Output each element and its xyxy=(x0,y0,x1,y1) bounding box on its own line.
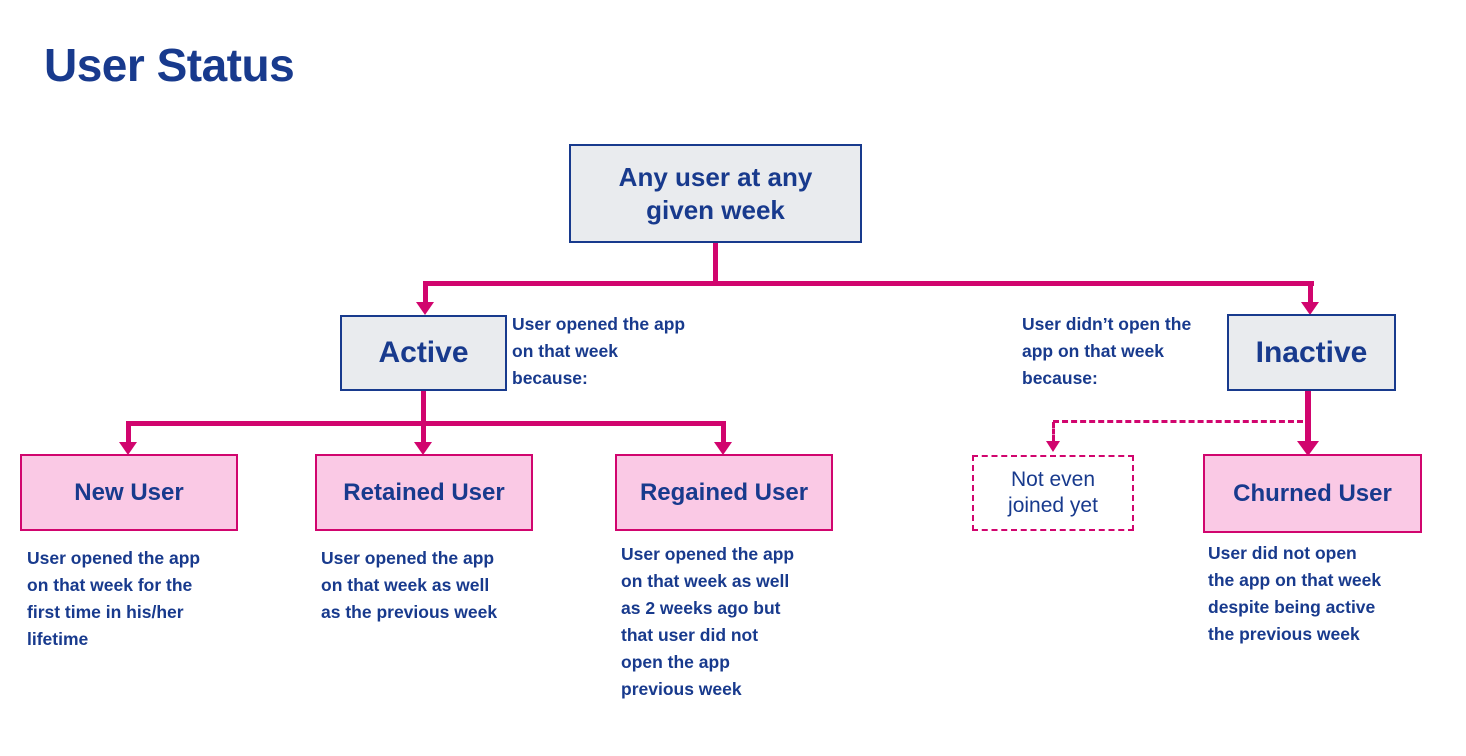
active-note: User opened the app on that week because… xyxy=(512,314,686,388)
retained-user-description: User opened the app on that week as well… xyxy=(321,548,498,622)
connector-inactive-stem xyxy=(1305,391,1311,443)
node-inactive-label: Inactive xyxy=(1255,335,1368,369)
node-retained-user: Retained User xyxy=(315,454,533,531)
arrowhead-to-active xyxy=(416,302,434,315)
node-regained-user: Regained User xyxy=(615,454,833,531)
node-churned-user-label: Churned User xyxy=(1233,479,1392,507)
regained-user-description: User opened the app on that week as well… xyxy=(621,544,795,699)
node-not-even-joined-label: Not even joined yet xyxy=(1008,467,1098,517)
connector-to-inactive-shaft xyxy=(1308,281,1313,303)
node-new-user: New User xyxy=(20,454,238,531)
node-retained-user-label: Retained User xyxy=(343,478,505,506)
inactive-note: User didn’t open the app on that week be… xyxy=(1022,314,1192,388)
connector-dashed-vertical xyxy=(1052,422,1055,441)
connector-to-new-shaft xyxy=(126,421,131,443)
node-active: Active xyxy=(340,315,507,391)
arrowhead-to-new xyxy=(119,442,137,455)
page-title: User Status xyxy=(44,39,295,91)
arrowhead-to-churned xyxy=(1297,441,1319,456)
new-user-description: User opened the app on that week for the… xyxy=(27,548,201,649)
churned-user-description: User did not open the app on that week d… xyxy=(1208,543,1382,644)
connector-to-active-shaft xyxy=(423,281,428,303)
node-not-even-joined: Not even joined yet xyxy=(972,455,1134,531)
node-churned-user: Churned User xyxy=(1203,454,1422,533)
node-regained-user-label: Regained User xyxy=(639,478,809,506)
connector-level1-crossbar xyxy=(423,281,1314,286)
node-any-user: Any user at any given week xyxy=(569,144,862,243)
node-inactive: Inactive xyxy=(1227,314,1396,391)
connector-to-regained-shaft xyxy=(721,421,726,443)
connector-active-stem xyxy=(421,391,426,425)
node-any-user-label: Any user at any given week xyxy=(618,162,813,225)
arrowhead-to-regained xyxy=(714,442,732,455)
arrowhead-to-retained xyxy=(414,442,432,455)
arrowhead-to-notjoined xyxy=(1046,441,1060,452)
connector-to-retained-shaft xyxy=(421,421,426,443)
arrowhead-to-inactive xyxy=(1301,302,1319,315)
node-new-user-label: New User xyxy=(74,478,184,506)
connector-root-stem xyxy=(713,243,718,284)
node-active-label: Active xyxy=(378,336,469,370)
connector-dashed-horizontal xyxy=(1053,420,1303,423)
connector-level2-crossbar xyxy=(126,421,726,426)
